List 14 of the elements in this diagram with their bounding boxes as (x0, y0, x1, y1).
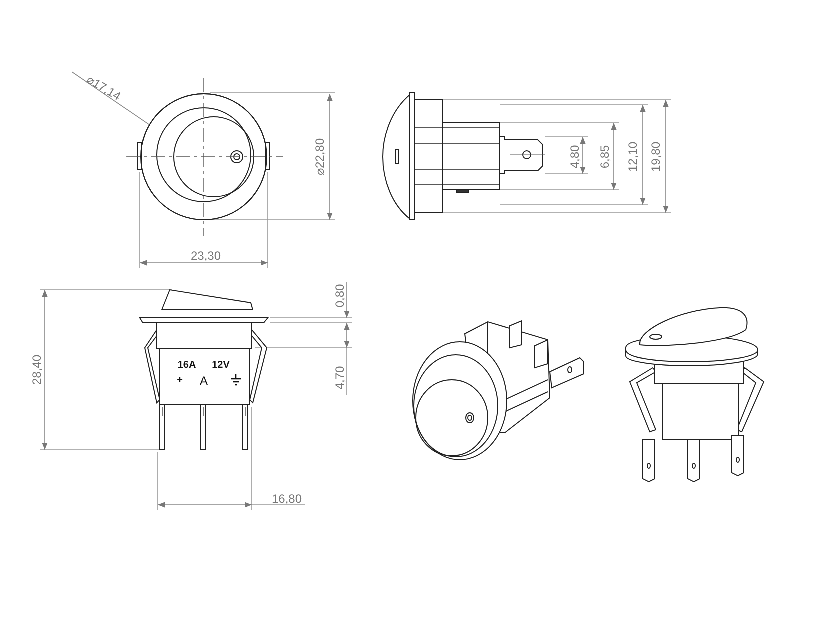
dimension-label: 12,10 (627, 142, 639, 172)
dimension-label: 23,30 (190, 250, 222, 262)
terminal-marking: A (200, 375, 208, 387)
rating-marking: 16A (178, 361, 196, 371)
dimension-label: 4,70 (334, 366, 346, 390)
dimension-label: 28,40 (31, 354, 43, 386)
dimension-label: 0,80 (334, 284, 346, 308)
dimension-label: ⌀22,80 (314, 138, 326, 176)
dimension-label: 16,80 (272, 493, 302, 505)
rating-marking: 12V (212, 361, 230, 371)
dimension-label: 19,80 (650, 142, 662, 172)
dimension-label: 4,80 (569, 145, 581, 169)
terminal-marking: + (177, 376, 183, 386)
dimension-label: 6,85 (599, 145, 611, 169)
